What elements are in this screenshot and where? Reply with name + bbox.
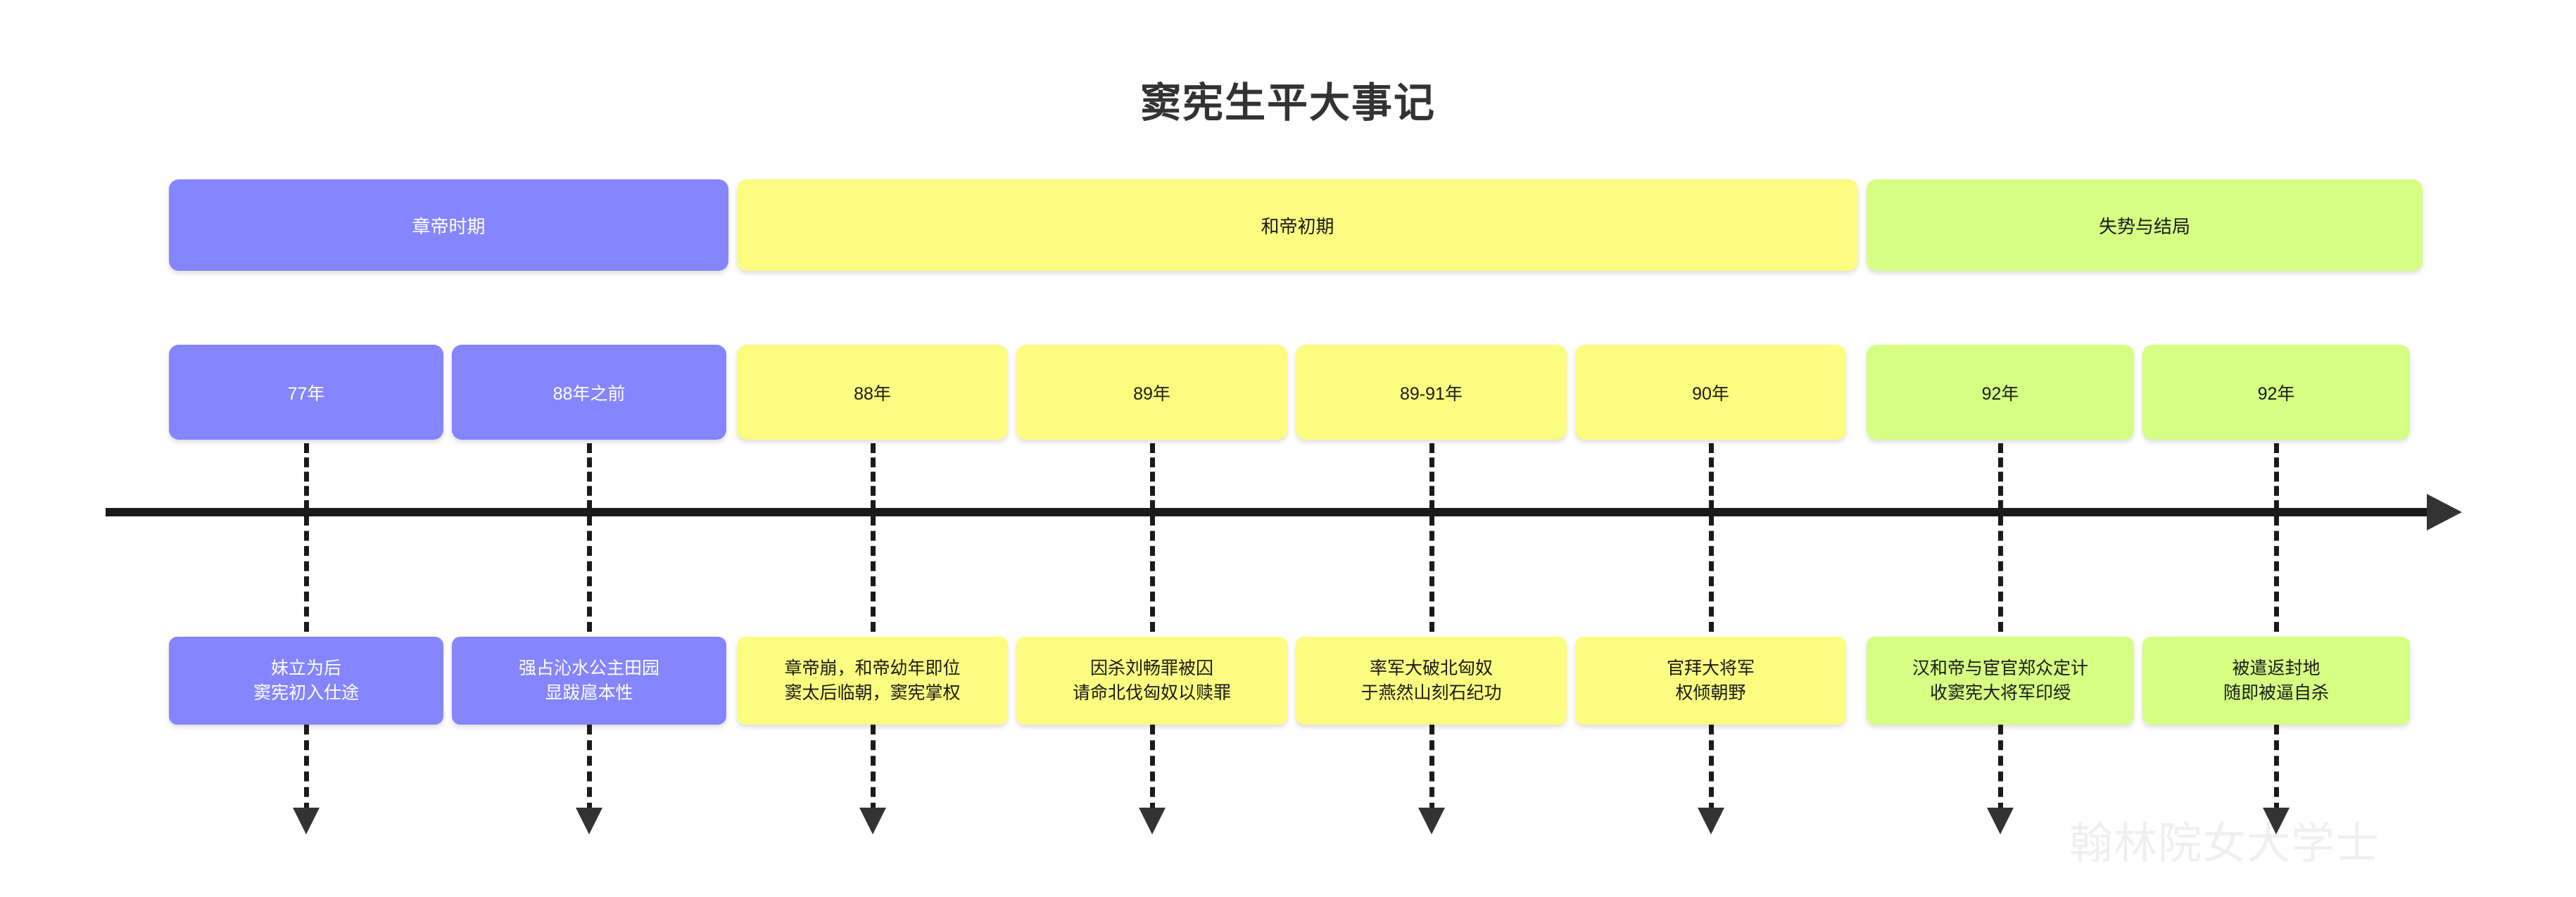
connector-dashed-line <box>1429 443 1434 510</box>
event-text-line-1: 汉和帝与宦官郑众定计 <box>1912 659 2088 678</box>
connector-dashed-line <box>1708 516 1714 632</box>
timeline-axis-line <box>106 508 2428 516</box>
year-label: 88年 <box>854 383 891 404</box>
year-label: 89-91年 <box>1400 383 1463 404</box>
connector-arrow-down-icon <box>1987 808 2014 834</box>
year-label: 92年 <box>1981 383 2019 404</box>
connector-dashed-line <box>587 443 592 510</box>
year-box[interactable]: 88年 <box>737 345 1008 440</box>
year-label: 88年之前 <box>553 383 626 404</box>
phase-bar-label: 章帝时期 <box>412 215 486 237</box>
year-label: 89年 <box>1133 383 1170 404</box>
connector-dashed-line <box>870 725 876 813</box>
connector-dashed-line <box>1708 725 1714 813</box>
connector-dashed-line <box>1998 725 2003 813</box>
phase-bar-label: 和帝初期 <box>1261 215 1334 237</box>
phase-bar[interactable]: 失势与结局 <box>1867 179 2423 271</box>
year-box[interactable]: 88年之前 <box>452 345 726 440</box>
connector-dashed-line <box>1149 443 1155 510</box>
event-text-line-2: 收窦宪大将军印绶 <box>1929 682 2071 703</box>
connector-dashed-line <box>2274 443 2279 510</box>
year-label: 77年 <box>287 383 325 404</box>
connector-arrow-down-icon <box>293 808 320 834</box>
watermark-label: 翰林院女大学士 <box>2069 820 2380 868</box>
connector-dashed-line <box>587 725 592 813</box>
event-box[interactable]: 妹立为后窦宪初入仕途 <box>169 637 443 725</box>
event-box[interactable]: 章帝崩，和帝幼年即位窦太后临朝，窦宪掌权 <box>737 637 1008 725</box>
connector-arrow-down-icon <box>2263 808 2290 834</box>
connector-dashed-line <box>1429 725 1434 813</box>
phase-bar[interactable]: 和帝初期 <box>737 179 1858 271</box>
event-text-line-2: 窦宪初入仕途 <box>253 682 359 703</box>
year-box[interactable]: 92年 <box>1867 345 2134 440</box>
connector-arrow-down-icon <box>1697 808 1724 834</box>
event-text-line-1: 被遣返封地 <box>2232 659 2321 678</box>
connector-dashed-line <box>870 443 876 510</box>
event-text-line-2: 请命北伐匈奴以赎罪 <box>1072 682 1231 703</box>
event-box[interactable]: 率军大破北匈奴于燕然山刻石纪功 <box>1296 637 1567 725</box>
phase-bar[interactable]: 章帝时期 <box>169 179 728 271</box>
connector-dashed-line <box>870 516 876 632</box>
year-box[interactable]: 89年 <box>1016 345 1287 440</box>
connector-arrow-down-icon <box>1418 808 1445 834</box>
connector-dashed-line <box>1149 725 1155 813</box>
connector-arrow-down-icon <box>576 808 602 834</box>
phase-bar-label: 失势与结局 <box>2098 215 2190 237</box>
connector-dashed-line <box>2274 725 2279 813</box>
event-box-row: 妹立为后窦宪初入仕途强占沁水公主田园显跋扈本性章帝崩，和帝幼年即位窦太后临朝，窦… <box>0 637 2576 725</box>
event-text-line-2: 窦太后临朝，窦宪掌权 <box>784 682 961 703</box>
event-text-line-1: 官拜大将军 <box>1666 659 1755 678</box>
connector-arrow-down-icon <box>1138 808 1166 834</box>
connector-dashed-line <box>1708 443 1714 510</box>
year-box[interactable]: 89-91年 <box>1296 345 1567 440</box>
connector-dashed-line <box>1998 516 2003 632</box>
event-box[interactable]: 汉和帝与宦官郑众定计收窦宪大将军印绶 <box>1867 637 2134 725</box>
event-text-line-1: 强占沁水公主田园 <box>518 659 659 678</box>
event-box[interactable]: 被遣返封地随即被逼自杀 <box>2142 637 2410 725</box>
connector-dashed-line <box>2274 516 2279 632</box>
event-text-line-2: 显跋扈本性 <box>545 682 633 703</box>
connector-dashed-line <box>304 725 309 813</box>
year-box-row: 77年 88年之前 88年 89年 89-91年 90年 92年 92年 <box>0 345 2576 440</box>
connector-dashed-line <box>304 516 309 632</box>
connector-dashed-line <box>587 516 592 632</box>
event-text-line-1: 率军大破北匈奴 <box>1369 659 1493 678</box>
connector-dashed-line <box>1998 443 2003 510</box>
phase-bar-row: 章帝时期 和帝初期 失势与结局 <box>0 179 2576 271</box>
event-text-line-1: 因杀刘畅罪被囚 <box>1090 659 1213 678</box>
connector-arrow-down-icon <box>859 808 886 834</box>
event-box[interactable]: 强占沁水公主田园显跋扈本性 <box>452 637 726 725</box>
event-box[interactable]: 因杀刘畅罪被囚请命北伐匈奴以赎罪 <box>1016 637 1287 725</box>
timeline-arrow-icon <box>2427 494 2462 530</box>
year-label: 90年 <box>1692 383 1729 404</box>
year-box[interactable]: 77年 <box>169 345 443 440</box>
year-label: 92年 <box>2257 383 2295 404</box>
year-box[interactable]: 92年 <box>2142 345 2410 440</box>
connector-dashed-line <box>1149 516 1155 632</box>
event-box[interactable]: 官拜大将军权倾朝野 <box>1575 637 1846 725</box>
page-title: 窦宪生平大事记 <box>1139 80 1436 126</box>
year-box[interactable]: 90年 <box>1575 345 1846 440</box>
connector-dashed-line <box>304 443 309 510</box>
event-text-line-2: 随即被逼自杀 <box>2223 682 2329 703</box>
connector-dashed-line <box>1429 516 1434 632</box>
event-text-line-2: 于燕然山刻石纪功 <box>1360 682 1502 703</box>
event-text-line-1: 妹立为后 <box>270 659 341 678</box>
event-text-line-1: 章帝崩，和帝幼年即位 <box>784 659 961 678</box>
event-text-line-2: 权倾朝野 <box>1675 682 1746 703</box>
